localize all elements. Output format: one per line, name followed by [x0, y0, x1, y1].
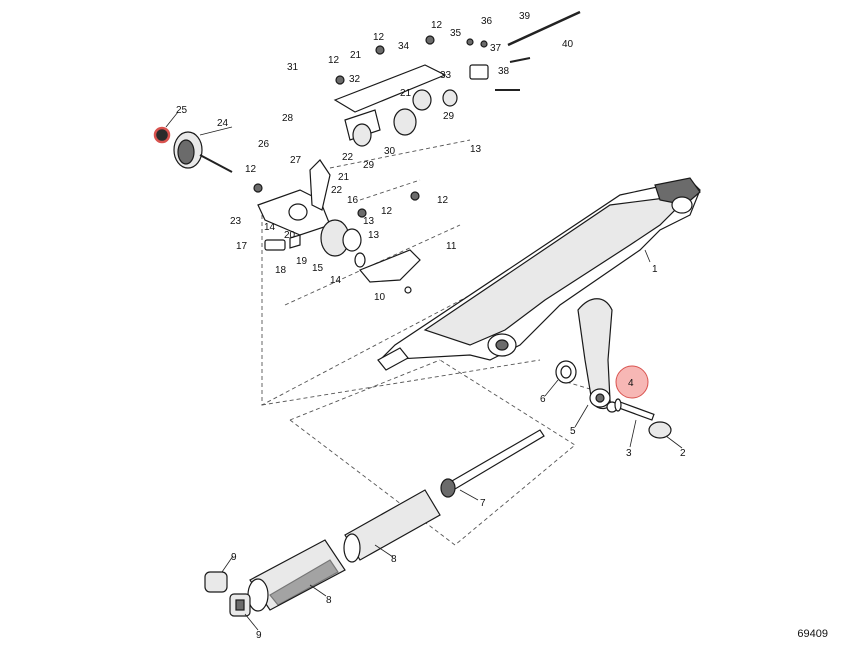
- callout-27: 27: [290, 155, 302, 166]
- callout-38: 38: [498, 66, 510, 77]
- throttle-tube: [343, 489, 441, 563]
- callout-12-c: 12: [328, 55, 340, 66]
- callout-21-c: 21: [338, 172, 350, 183]
- callout-12-b: 12: [373, 32, 385, 43]
- callout-4-highlight: [615, 365, 649, 399]
- callout-13-c: 13: [363, 216, 375, 227]
- callout-13-a: 13: [470, 144, 482, 155]
- callout-39: 39: [519, 11, 531, 22]
- tiller-arm-housing: [377, 177, 701, 371]
- callout-28: 28: [282, 113, 294, 124]
- callout-31: 31: [287, 62, 299, 73]
- seal-part-25-highlight: [153, 126, 171, 144]
- callout-9-upper: 9: [231, 552, 237, 563]
- grip-cap-lower: [229, 593, 251, 617]
- callout-21-b: 21: [400, 88, 412, 99]
- callout-32: 32: [349, 74, 361, 85]
- callout-40: 40: [562, 39, 574, 50]
- callout-12-e: 12: [437, 195, 449, 206]
- figure-number: 69409: [797, 628, 828, 640]
- callout-25: 25: [176, 105, 188, 116]
- callout-24: 24: [217, 118, 229, 129]
- shift-handle: [577, 298, 613, 410]
- callout-18: 18: [275, 265, 287, 276]
- callout-34: 34: [398, 41, 410, 52]
- throttle-grip: [247, 539, 346, 612]
- callout-29-a: 29: [363, 160, 375, 171]
- callout-3: 3: [626, 448, 632, 459]
- callout-12-d: 12: [245, 164, 257, 175]
- small-fasteners: [253, 35, 488, 218]
- callout-15: 15: [312, 263, 324, 274]
- callout-37: 37: [490, 43, 502, 54]
- callout-30: 30: [384, 146, 396, 157]
- callout-5: 5: [570, 426, 576, 437]
- callout-35: 35: [450, 28, 462, 39]
- callout-20: 20: [284, 230, 296, 241]
- upper-bracket-assembly: [333, 10, 581, 147]
- leader-lines: [165, 111, 683, 631]
- shift-mechanism-cluster: [257, 159, 421, 294]
- callout-22-a: 22: [342, 152, 354, 163]
- callout-8-tube: 8: [391, 554, 397, 565]
- callout-14-a: 14: [264, 222, 276, 233]
- cap-part-2: [648, 421, 672, 439]
- friction-knob: [173, 131, 233, 173]
- callout-labels: 1 2 3 4 5 6 7 8 8 9 9 10 11 12 12 12 12 …: [176, 11, 686, 641]
- callout-11: 11: [446, 241, 457, 252]
- callout-14-b: 14: [330, 275, 342, 286]
- callout-1: 1: [652, 264, 658, 275]
- callout-29-b: 29: [443, 111, 455, 122]
- callout-16: 16: [347, 195, 359, 206]
- callout-17: 17: [236, 241, 248, 252]
- callout-6: 6: [540, 394, 546, 405]
- callout-8-grip: 8: [326, 595, 332, 606]
- callout-4: 4: [628, 378, 634, 389]
- bolt-part-3: [614, 398, 655, 421]
- callout-12-a: 12: [431, 20, 443, 31]
- callout-19: 19: [296, 256, 308, 267]
- callout-9-lower: 9: [256, 630, 262, 641]
- grip-cap-upper: [204, 571, 228, 593]
- callout-12-f: 12: [381, 206, 393, 217]
- throttle-shaft: [440, 429, 545, 498]
- callout-26: 26: [258, 139, 270, 150]
- washer-part-6: [555, 360, 577, 384]
- callout-22-b: 22: [331, 185, 343, 196]
- callout-2: 2: [680, 448, 686, 459]
- callout-23: 23: [230, 216, 242, 227]
- callout-33: 33: [440, 70, 452, 81]
- callout-10: 10: [374, 292, 386, 303]
- callout-13-b: 13: [368, 230, 380, 241]
- callout-21-a: 21: [350, 50, 362, 61]
- callout-7: 7: [480, 498, 486, 509]
- callout-36: 36: [481, 16, 493, 27]
